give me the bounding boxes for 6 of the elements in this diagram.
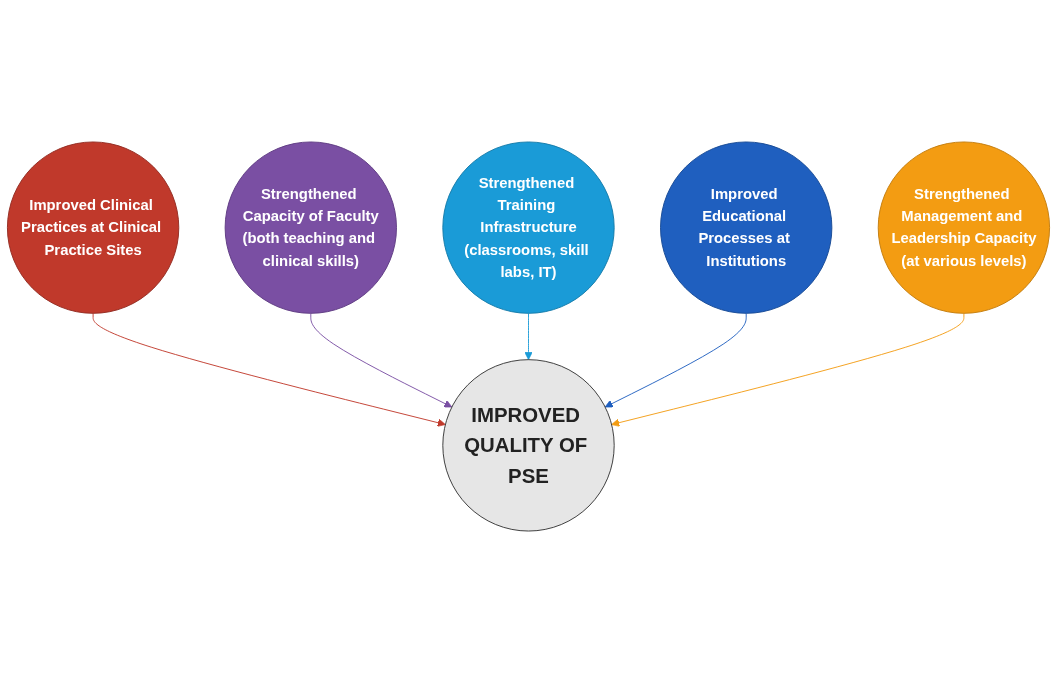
- node-circle: Strengthened Management and Leadership Capacity (at various levels): [877, 141, 1051, 314]
- node-circle: IMPROVED QUALITY OF PSE: [442, 359, 615, 532]
- node-circle: Strengthened Capacity of Faculty (both teaching and clinical skills): [224, 141, 397, 314]
- node-circle: Strengthened Training Infrastructure (classrooms, skill labs, IT): [442, 141, 615, 314]
- node-circle: Improved Clinical Practices at Clinical Practice Sites: [6, 141, 180, 314]
- node-circle: Improved Educational Processes at Institutions: [660, 141, 833, 314]
